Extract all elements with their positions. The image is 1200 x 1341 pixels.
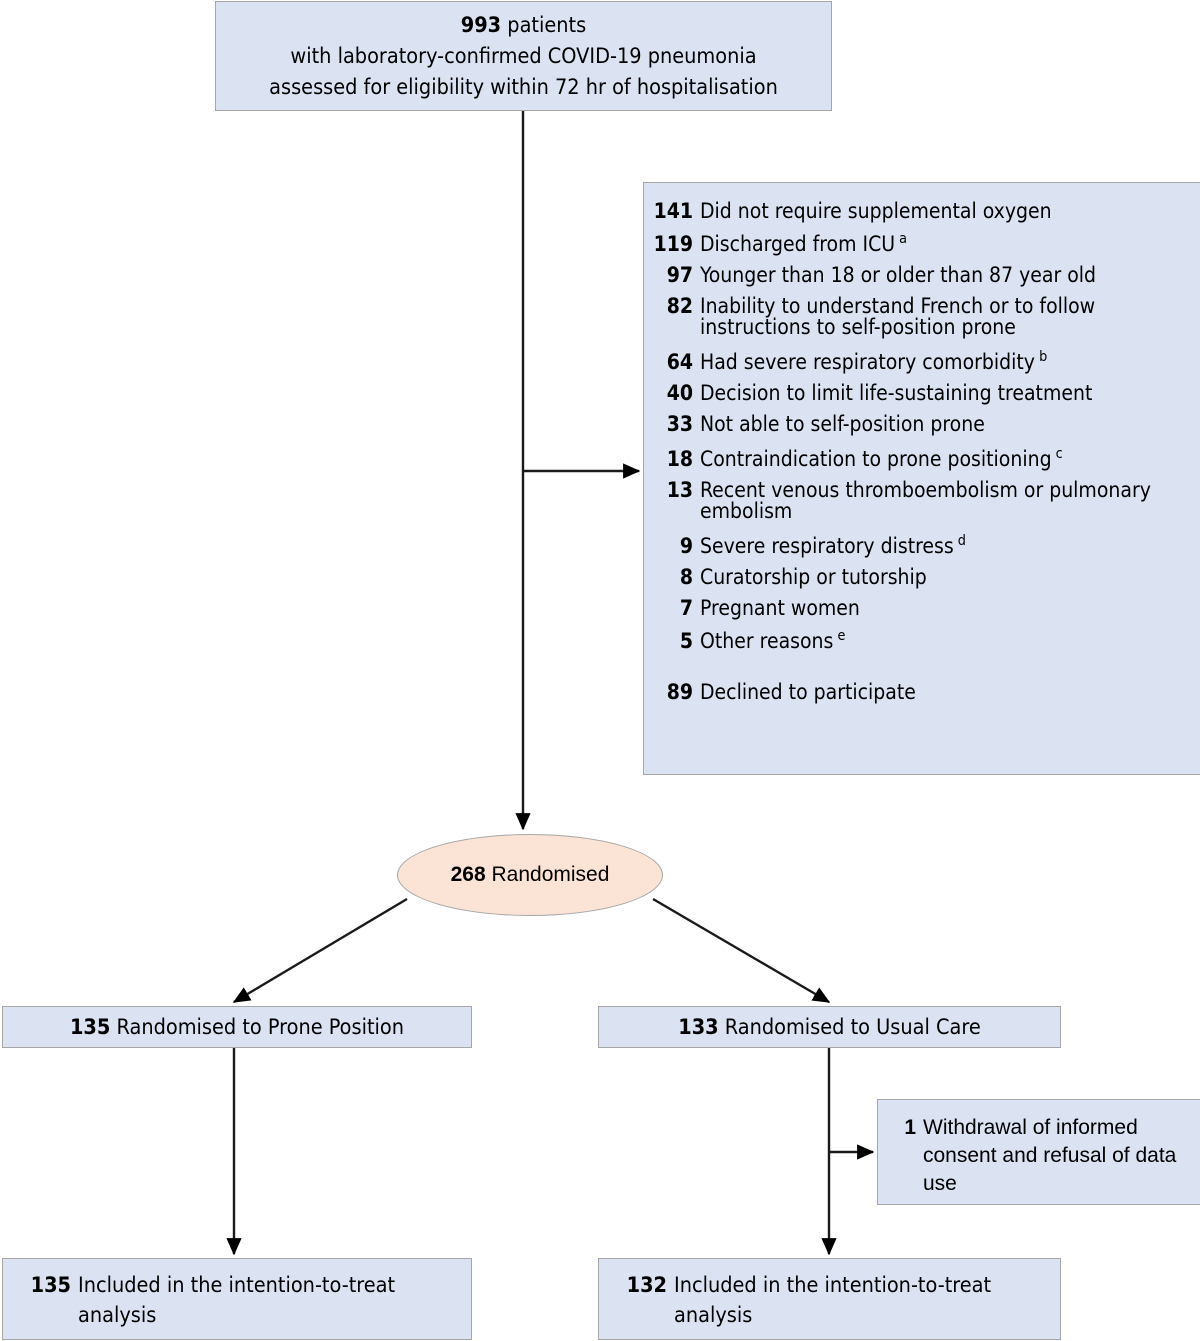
exclusion-reason: Declined to participate [700, 680, 916, 704]
exclusion-reason: Recent venous thromboembolism or pulmona… [700, 478, 1151, 523]
exclusion-reason: Curatorship or tutorship [700, 565, 927, 589]
itt-prone-text: Included in the intention-to-treat analy… [78, 1273, 396, 1328]
exclusion-item: 89 Declined to participate [644, 682, 1200, 703]
exclusion-reason: Severe respiratory distress d [700, 533, 966, 558]
exclusion-item: 119 Discharged from ICU a [644, 232, 1200, 255]
withdrawal-box: 1 Withdrawal of informed consent and ref… [877, 1099, 1200, 1205]
enrollment-line-1: 993 patients [461, 10, 586, 41]
exclusion-count: 97 [666, 263, 693, 287]
itt-prone-count: 135 [30, 1273, 71, 1298]
arm-usual-label: Randomised to Usual Care [718, 1014, 981, 1040]
itt-usual-text: Included in the intention-to-treat analy… [674, 1273, 992, 1328]
randomised-label: Randomised [485, 863, 610, 886]
arm-box-prone: 135 Randomised to Prone Position [2, 1006, 472, 1048]
enrollment-line-3: assessed for eligibility within 72 hr of… [269, 74, 778, 100]
itt-box-prone: 135 Included in the intention-to-treat a… [2, 1258, 472, 1340]
randomised-label-group: 268 Randomised [451, 863, 610, 887]
randomised-count: 268 [450, 863, 486, 886]
exclusion-count: 82 [666, 294, 693, 318]
exclusion-item: 7 Pregnant women [644, 598, 1200, 619]
exclusion-count: 5 [679, 629, 693, 653]
exclusions-box: 141 Did not require supplemental oxygen 11… [643, 182, 1200, 775]
exclusion-reason: Younger than 18 or older than 87 year ol… [700, 263, 1097, 287]
exclusion-count: 9 [679, 534, 693, 558]
exclusion-reason: Did not require supplemental oxygen [700, 199, 1052, 223]
exclusion-item: 9 Severe respiratory distress d [644, 534, 1200, 557]
withdrawal-entry: 1 Withdrawal of informed consent and ref… [878, 1114, 1200, 1198]
exclusion-footnote-marker: c [1051, 446, 1063, 462]
exclusion-reason: Other reasons e [700, 628, 846, 653]
exclusion-item: 18 Contraindication to prone positioning … [644, 447, 1200, 470]
exclusion-footnote-marker: a [895, 231, 908, 247]
exclusion-reason: Discharged from ICU a [700, 231, 908, 256]
exclusion-item: 13 Recent venous thromboembolism or pulmo… [644, 480, 1200, 522]
exclusion-item: 33 Not able to self-position prone [644, 414, 1200, 435]
arm-usual-label-group: 133 Randomised to Usual Care [678, 1015, 981, 1040]
exclusion-item: 97 Younger than 18 or older than 87 year … [644, 265, 1200, 286]
enrollment-count: 993 [460, 12, 502, 38]
exclusion-item: 82 Inability to understand French or to f… [644, 296, 1200, 338]
exclusion-count: 18 [666, 447, 693, 471]
exclusion-item: 64 Had severe respiratory comorbidity b [644, 350, 1200, 373]
exclusion-reason: Contraindication to prone positioning c [700, 446, 1063, 471]
exclusion-reason: Decision to limit life-sustaining treatm… [700, 381, 1093, 405]
withdrawal-count: 1 [904, 1116, 916, 1139]
itt-prone-entry: 135 Included in the intention-to-treat a… [3, 1271, 471, 1331]
enrollment-box: 993 patients with laboratory-confirmed C… [215, 1, 832, 111]
enrollment-line-2: with laboratory-confirmed COVID-19 pneum… [290, 43, 757, 69]
exclusion-count: 33 [666, 412, 693, 436]
exclusion-count: 141 [653, 199, 693, 223]
connector-randomised-to-prone [232, 897, 408, 1004]
exclusion-footnote-marker: d [953, 533, 966, 549]
exclusion-item: 8 Curatorship or tutorship [644, 567, 1200, 588]
exclusion-reason: Had severe respiratory comorbidity b [700, 349, 1048, 374]
itt-box-usual-care: 132 Included in the intention-to-treat a… [598, 1258, 1061, 1340]
arm-prone-label: Randomised to Prone Position [110, 1014, 405, 1040]
arm-prone-count: 135 [69, 1014, 111, 1040]
itt-usual-count: 132 [626, 1273, 667, 1298]
exclusions-list: 141 Did not require supplemental oxygen 11… [644, 201, 1200, 703]
exclusion-count: 40 [666, 381, 693, 405]
exclusion-item: 40 Decision to limit life-sustaining trea… [644, 383, 1200, 404]
exclusion-reason: Inability to understand French or to fol… [700, 294, 1096, 339]
exclusion-count: 89 [666, 680, 693, 704]
randomised-ellipse: 268 Randomised [397, 834, 663, 916]
exclusion-footnote-marker: b [1035, 349, 1048, 365]
arm-prone-label-group: 135 Randomised to Prone Position [70, 1015, 404, 1040]
exclusion-item: 141 Did not require supplemental oxygen [644, 201, 1200, 222]
arm-box-usual-care: 133 Randomised to Usual Care [598, 1006, 1061, 1048]
exclusion-count: 7 [679, 596, 693, 620]
exclusion-count: 13 [666, 478, 693, 502]
exclusion-count: 64 [666, 350, 693, 374]
enrollment-count-suffix: patients [501, 12, 587, 38]
itt-usual-entry: 132 Included in the intention-to-treat a… [599, 1271, 1060, 1331]
exclusion-footnote-marker: e [833, 628, 846, 644]
connector-randomised-to-usual [652, 897, 831, 1004]
exclusion-reason: Pregnant women [700, 596, 860, 620]
exclusion-reason: Not able to self-position prone [700, 412, 985, 436]
withdrawal-text: Withdrawal of informed consent and refus… [923, 1116, 1177, 1195]
exclusion-count: 8 [679, 565, 693, 589]
exclusion-item: 5 Other reasons e [644, 629, 1200, 652]
exclusion-count: 119 [653, 232, 693, 256]
arm-usual-count: 133 [678, 1014, 719, 1040]
